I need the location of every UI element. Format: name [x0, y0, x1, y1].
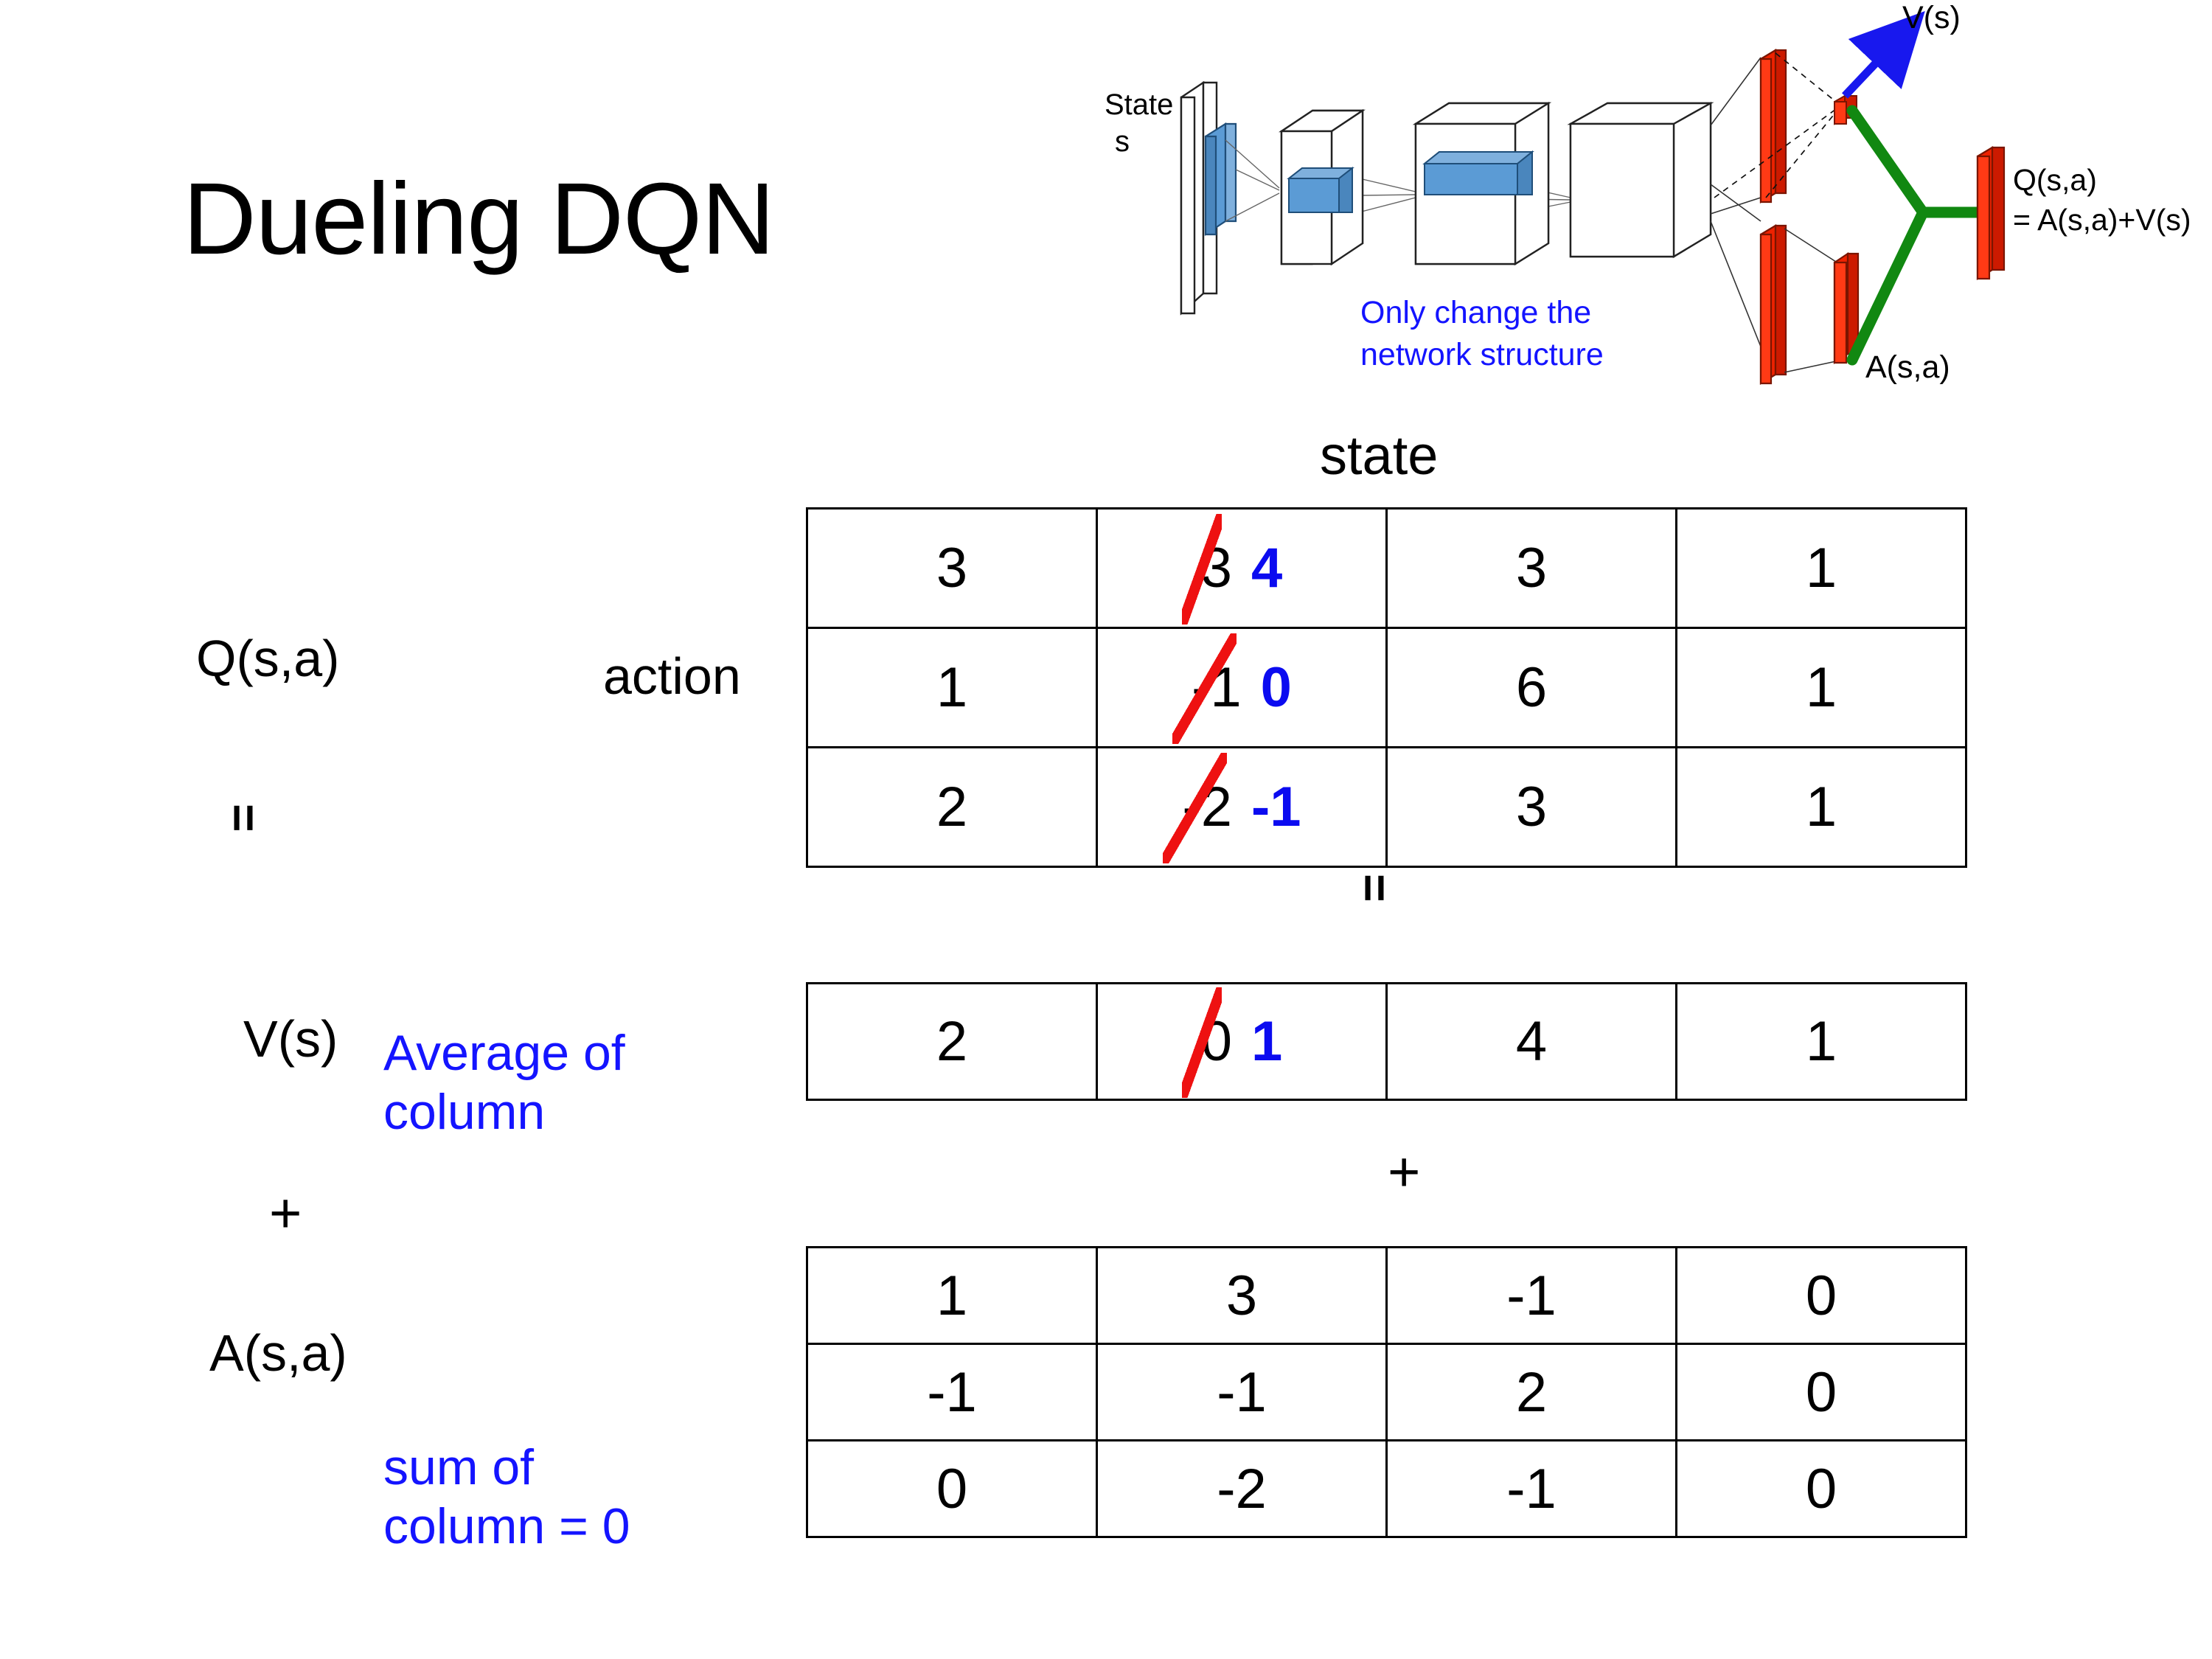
new-value: 1: [1251, 1010, 1283, 1073]
q-cell-r0c3[interactable]: 1: [1675, 507, 1967, 629]
a-cell-r0c3[interactable]: 0: [1675, 1246, 1967, 1345]
diagram-note-line1: Only change the: [1360, 295, 1591, 330]
q-cell-r1c0[interactable]: 1: [806, 627, 1098, 748]
new-value: 0: [1260, 656, 1292, 719]
table-row: 1 -1 0 6 1: [806, 627, 1967, 748]
sum-note-line1: sum of: [383, 1439, 535, 1495]
v-cell-r0c0[interactable]: 2: [806, 982, 1098, 1101]
a-cell-r1c0[interactable]: -1: [806, 1343, 1098, 1441]
q-cell-r2c1[interactable]: -2 -1: [1096, 746, 1388, 868]
q-cell-r2c2[interactable]: 3: [1385, 746, 1677, 868]
diagram-value-stream-label: V(s): [1902, 0, 1961, 35]
state-axis-label: state: [1320, 425, 1439, 486]
action-axis-label: action: [603, 647, 741, 705]
struck-old-value: -1: [1172, 633, 1242, 745]
plus-sign-center: +: [1388, 1141, 1421, 1203]
equals-sign-left: =: [217, 804, 271, 832]
equals-sign-center: =: [1348, 874, 1402, 902]
a-cell-r1c1[interactable]: -1: [1096, 1343, 1388, 1441]
struck-old-value: 3: [1181, 514, 1232, 625]
q-cell-r1c1[interactable]: -1 0: [1096, 627, 1388, 748]
a-cell-r1c2[interactable]: 2: [1385, 1343, 1677, 1441]
diagram-advantage-stream-label: A(s,a): [1865, 349, 1950, 385]
table-row: 0 -2 -1 0: [806, 1439, 1967, 1538]
diagram-input-label-line1: State: [1105, 88, 1173, 121]
table-row: 2 0 1 4 1: [806, 982, 1967, 1101]
table-row: 1 3 -1 0: [806, 1246, 1967, 1345]
v-cell-r0c1[interactable]: 0 1: [1096, 982, 1388, 1101]
q-cell-r1c2[interactable]: 6: [1385, 627, 1677, 748]
average-note-line2: column: [383, 1084, 546, 1141]
v-cell-r0c3[interactable]: 1: [1675, 982, 1967, 1101]
a-cell-r2c3[interactable]: 0: [1675, 1439, 1967, 1538]
dueling-network-diagram: State s V(s) A(s,a) Q(s,a) = A(s,a)+V(s)…: [1099, 0, 2212, 413]
diagram-output-label-line1: Q(s,a): [2013, 163, 2097, 197]
table-row: 2 -2 -1 3 1: [806, 746, 1967, 868]
average-note-line1: Average of: [383, 1025, 625, 1081]
page-title: Dueling DQN: [183, 162, 775, 276]
v-value-table[interactable]: 2 0 1 4 1: [806, 982, 1967, 1101]
a-cell-r0c0[interactable]: 1: [806, 1246, 1098, 1345]
diagram-note-line2: network structure: [1360, 337, 1604, 372]
new-value: -1: [1251, 776, 1301, 838]
q-cell-r0c0[interactable]: 3: [806, 507, 1098, 629]
q-cell-r1c3[interactable]: 1: [1675, 627, 1967, 748]
sum-note-line2: column = 0: [383, 1498, 630, 1555]
sum-of-column-note: sum of column = 0: [383, 1438, 630, 1556]
diagram-output-label-line2: = A(s,a)+V(s): [2013, 203, 2191, 237]
q-cell-r2c0[interactable]: 2: [806, 746, 1098, 868]
new-value: 4: [1251, 537, 1283, 599]
q-cell-r0c1[interactable]: 3 4: [1096, 507, 1388, 629]
a-cell-r0c1[interactable]: 3: [1096, 1246, 1388, 1345]
a-cell-r2c2[interactable]: -1: [1385, 1439, 1677, 1538]
a-cell-r1c3[interactable]: 0: [1675, 1343, 1967, 1441]
q-function-label: Q(s,a): [196, 630, 340, 687]
table-row: -1 -1 2 0: [806, 1343, 1967, 1441]
q-cell-r2c3[interactable]: 1: [1675, 746, 1967, 868]
advantage-value-table[interactable]: 1 3 -1 0 -1 -1 2 0 0 -2 -1 0: [806, 1246, 1967, 1538]
v-cell-r0c2[interactable]: 4: [1385, 982, 1677, 1101]
q-value-table[interactable]: 3 3 4 3 1 1 -1 0 6 1 2 -2 -1 3 1: [806, 507, 1967, 868]
q-cell-r0c2[interactable]: 3: [1385, 507, 1677, 629]
average-of-column-note: Average of column: [383, 1023, 625, 1141]
a-cell-r2c1[interactable]: -2: [1096, 1439, 1388, 1538]
a-cell-r0c2[interactable]: -1: [1385, 1246, 1677, 1345]
a-function-label: A(s,a): [209, 1324, 347, 1382]
v-function-label: V(s): [243, 1010, 338, 1068]
diagram-input-label-line2: s: [1115, 125, 1130, 158]
a-cell-r2c0[interactable]: 0: [806, 1439, 1098, 1538]
struck-old-value: 0: [1181, 987, 1232, 1099]
table-row: 3 3 4 3 1: [806, 507, 1967, 629]
plus-sign-left: +: [269, 1182, 302, 1245]
struck-old-value: -2: [1163, 753, 1232, 864]
